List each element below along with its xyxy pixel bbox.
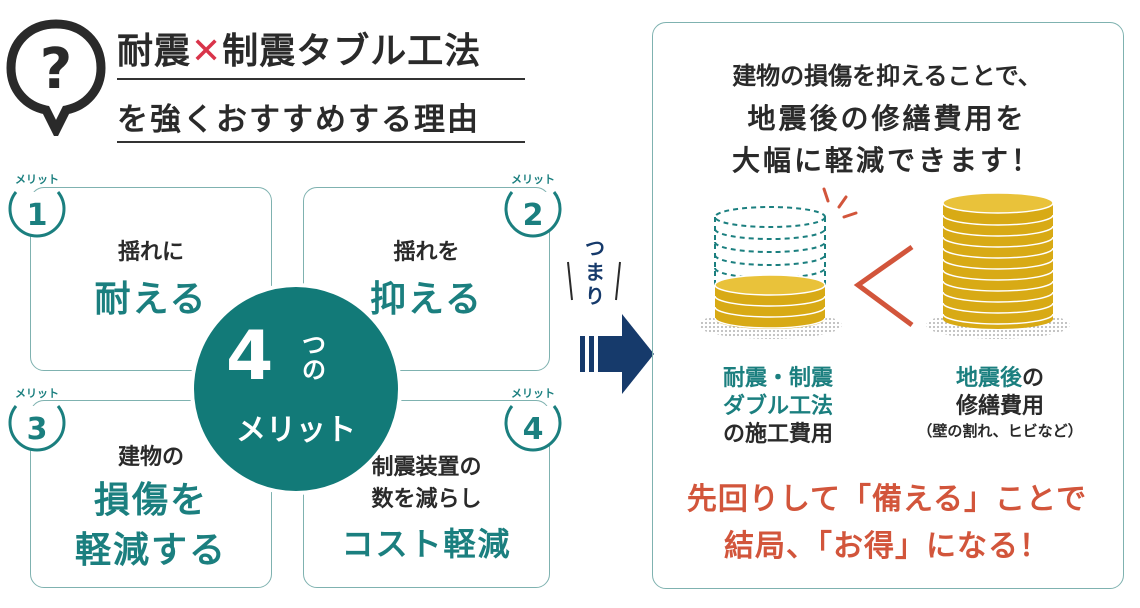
svg-text:?: ? xyxy=(40,37,72,102)
merit-3-line2: 損傷を xyxy=(93,480,208,521)
merit-1-line2: 耐える xyxy=(94,279,208,320)
right-arrow-icon xyxy=(580,314,654,394)
merit-card-1: 揺れに 耐える xyxy=(30,187,272,371)
merit-badge-4: メリット 4 xyxy=(502,387,564,456)
merit-2-line2: 抑える xyxy=(370,279,483,320)
merit-badge-2: メリット 2 xyxy=(502,173,564,242)
merit-4-line2: 数を減らし xyxy=(371,487,482,512)
page-subtitle: を強くおすすめする理由 xyxy=(117,102,480,138)
merit-badge-3: メリット 3 xyxy=(6,387,68,456)
coin-comparison-illustration xyxy=(700,187,1070,339)
conclusion-line1: 先回りして「備える」ことで xyxy=(686,482,1088,517)
title-underline xyxy=(117,78,525,80)
tsumari-marks xyxy=(567,261,621,301)
center-label: メリット xyxy=(236,413,356,448)
left-cost-label-2: ダブル工法 xyxy=(722,394,833,419)
tsumari-text: つまり xyxy=(585,236,605,308)
gold-coins-left xyxy=(714,274,826,329)
left-cost-label-1: 耐震・制震 xyxy=(722,366,833,391)
alert-marks xyxy=(822,187,858,219)
merit-badge-1: メリット 1 xyxy=(6,173,68,242)
merit-card-4: 制震装置の 数を減らし コスト軽減 xyxy=(303,400,550,588)
right-cost-label-2: 修繕費用 xyxy=(955,394,1044,419)
merit-1-line1: 揺れに xyxy=(117,240,184,265)
merit-4-line1: 制震装置の xyxy=(371,455,482,480)
right-cost-label-3: （壁の割れ、ヒビなど） xyxy=(917,422,1083,440)
result-panel xyxy=(652,22,1124,589)
dashed-coins xyxy=(714,206,826,285)
less-than-symbol xyxy=(853,244,914,328)
four-merits-circle: 4 つの メリット xyxy=(190,283,402,495)
merit-2-line1: 揺れを xyxy=(393,240,460,265)
result-line2: 地震後の修繕費用を xyxy=(747,102,1027,135)
merit-3-line3: 軽減する xyxy=(74,530,227,571)
page-title: 耐震✕制震タブル工法 xyxy=(117,31,482,72)
right-cost-label-1: 地震後の xyxy=(955,366,1045,391)
merit-3-line1: 建物の xyxy=(117,445,184,470)
subtitle-underline xyxy=(117,141,525,143)
center-counter: つの xyxy=(302,331,326,384)
merit-4-line3: コスト軽減 xyxy=(341,525,512,563)
conclusion-line2: 結局、「お得」になる！ xyxy=(724,529,1050,564)
left-cost-label-3: の施工費用 xyxy=(722,422,833,447)
result-line1: 建物の損傷を抑えることで、 xyxy=(732,62,1042,90)
question-pin-icon: ? xyxy=(6,19,106,136)
cross-mark: ✕ xyxy=(191,31,223,72)
gold-coins-right xyxy=(942,192,1054,329)
result-line3: 大幅に軽減できます！ xyxy=(731,144,1042,177)
center-number: 4 xyxy=(226,317,274,396)
